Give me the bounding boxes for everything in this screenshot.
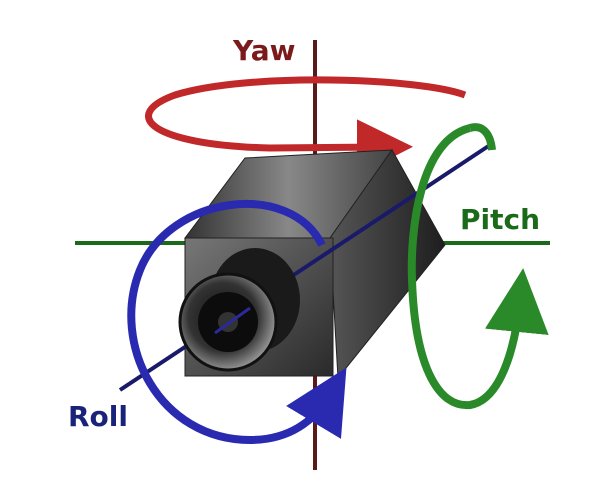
roll-axis <box>118 143 492 392</box>
yaw-label: Yaw <box>233 34 296 67</box>
roll-label: Roll <box>68 400 128 433</box>
roll-rotation-arrow <box>127 200 347 445</box>
pitch-rotation-arrow <box>407 124 549 410</box>
yaw-rotation-arrow <box>145 76 467 176</box>
pitch-label: Pitch <box>460 203 541 236</box>
camera-lens <box>178 248 300 372</box>
